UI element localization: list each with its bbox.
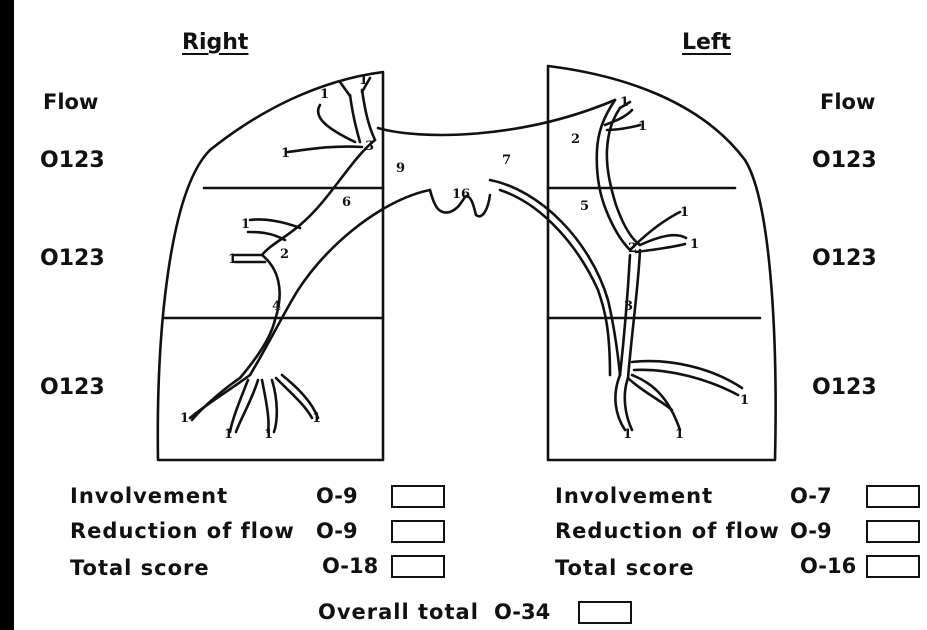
score-box-left-total[interactable]: [866, 555, 920, 578]
left-main-bronchus: [490, 180, 620, 375]
branch-label-right: 1: [281, 146, 290, 161]
branch-label-left: 1: [620, 95, 629, 110]
flow-options-right-upper[interactable]: O123: [40, 148, 105, 173]
branch-label-right: 3: [365, 139, 374, 154]
flow-options-left-lower[interactable]: O123: [812, 375, 877, 400]
right-main-bronchus: [250, 190, 430, 375]
branch-label-left: 1: [675, 427, 684, 442]
branch-label-right: 2: [280, 247, 289, 262]
score-box-right-total[interactable]: [391, 555, 445, 578]
header-left: Left: [682, 30, 731, 55]
branch-label-right: 1: [241, 217, 250, 232]
overall-total-label: Overall total: [318, 600, 479, 624]
score-label-right-total: Total score: [70, 556, 210, 580]
score-range-right-total: O-18: [322, 554, 378, 578]
branch-label-left: 1: [740, 393, 749, 408]
score-box-left-reduction[interactable]: [866, 520, 920, 543]
score-label-right-involvement: Involvement: [70, 484, 228, 508]
score-label-left-involvement: Involvement: [555, 484, 713, 508]
branch-label-left: 1: [623, 427, 632, 442]
score-box-right-involvement[interactable]: [391, 485, 445, 508]
branch-label-center: 9: [396, 161, 405, 176]
score-range-left-total: O-16: [800, 554, 856, 578]
branch-label-right: 1: [312, 411, 321, 426]
score-range-right-involvement: O-9: [316, 484, 358, 508]
branch-label-right: 1: [320, 87, 329, 102]
score-label-right-reduction: Reduction of flow: [70, 519, 295, 543]
score-range-left-reduction: O-9: [790, 519, 832, 543]
score-box-overall-total[interactable]: [578, 601, 632, 624]
score-label-left-reduction: Reduction of flow: [555, 519, 780, 543]
branch-label-left: 1: [680, 205, 689, 220]
branch-label-right: 6: [342, 195, 351, 210]
branch-label-left: 1: [690, 237, 699, 252]
branch-label-right: 1: [224, 427, 233, 442]
branch-label-right: 1: [228, 252, 237, 267]
score-box-left-involvement[interactable]: [866, 485, 920, 508]
branch-label-right: 1: [180, 411, 189, 426]
branch-label-left: 1: [638, 119, 647, 134]
score-label-left-total: Total score: [555, 556, 695, 580]
branch-label-left: 3: [624, 299, 633, 314]
branch-label-right: 1: [264, 427, 273, 442]
score-range-left-involvement: O-7: [790, 484, 832, 508]
flow-options-left-middle[interactable]: O123: [812, 246, 877, 271]
branch-label-left: 2: [628, 241, 637, 256]
branch-label-center: 16: [452, 187, 470, 202]
trachea: [378, 100, 615, 135]
flow-title-right: Flow: [43, 90, 98, 114]
flow-options-right-lower[interactable]: O123: [40, 375, 105, 400]
overall-total-range: O-34: [494, 600, 550, 624]
branch-label-left: 5: [580, 199, 589, 214]
flow-options-right-middle[interactable]: O123: [40, 246, 105, 271]
flow-title-left: Flow: [820, 90, 875, 114]
score-range-right-reduction: O-9: [316, 519, 358, 543]
score-box-right-reduction[interactable]: [391, 520, 445, 543]
branch-label-left: 2: [571, 132, 580, 147]
branch-label-center: 7: [502, 153, 511, 168]
flow-options-left-upper[interactable]: O123: [812, 148, 877, 173]
branch-label-right: 4: [272, 299, 281, 314]
branch-label-right: 1: [359, 73, 368, 88]
header-right: Right: [182, 30, 248, 55]
